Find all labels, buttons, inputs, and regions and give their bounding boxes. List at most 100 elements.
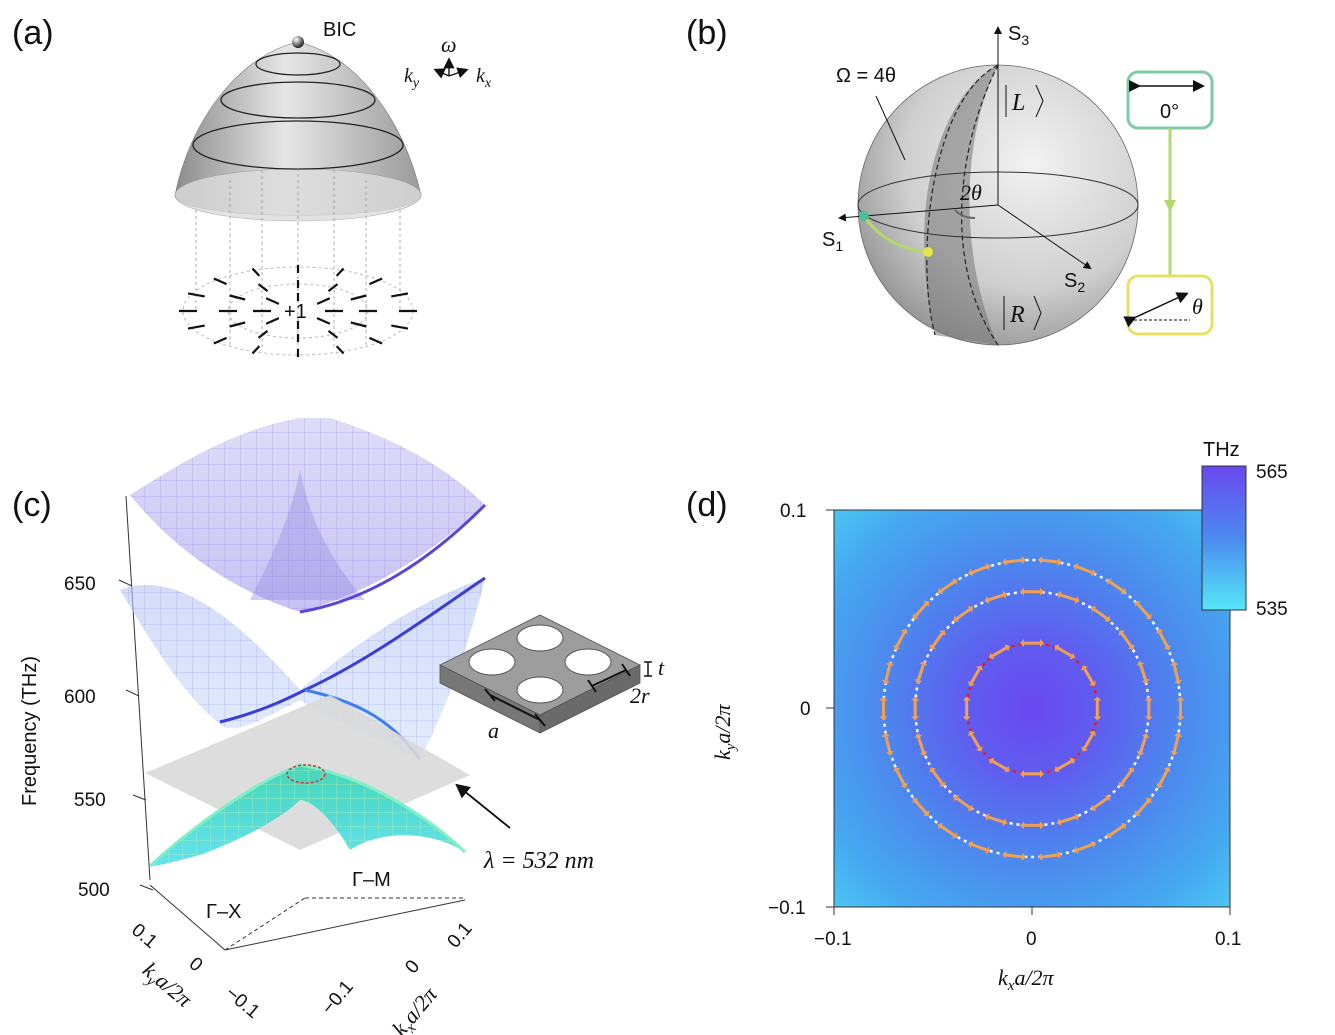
arrow-head-icon [1020, 587, 1024, 596]
polarization-arrow [991, 646, 1008, 658]
panel-b: (b) S3 S1 S2 Ω = 4θ L R 2θ 0° [686, 14, 1214, 346]
topological-charge: +1 [284, 301, 307, 323]
end-point [923, 247, 933, 257]
arrow-head-icon [1120, 822, 1127, 830]
s2-label: S [1064, 270, 1077, 292]
polarization-arrow [1158, 769, 1169, 786]
polarization-arrow [987, 593, 1004, 602]
polarization-vector [316, 297, 331, 305]
colorbar-max: 565 [1256, 462, 1288, 483]
arrow-head-icon [1106, 831, 1113, 839]
contour-ring-1 [255, 52, 341, 76]
arrow-head-icon [1134, 601, 1141, 607]
polarization-vector [350, 321, 367, 328]
polarization-vector [229, 294, 246, 301]
start-point [859, 211, 869, 221]
polarization-vector [391, 292, 409, 298]
photonic-slab-inset: a 2r t [439, 614, 665, 743]
svg-text:S1: S1 [822, 229, 843, 254]
polarization-arrow [991, 759, 1008, 771]
arrow-head-icon [1040, 639, 1044, 648]
panel-c-label: (c) [12, 486, 52, 524]
arrow-head-icon [912, 613, 919, 620]
arrow-head-icon [1118, 781, 1126, 787]
polarization-arrow [1060, 815, 1077, 824]
polarization-vector [251, 345, 261, 355]
arrow-head-icon [912, 797, 919, 804]
arrow-head-icon [900, 782, 908, 789]
polarization-arrow [1056, 759, 1073, 771]
x-tick-0: −0.1 [814, 929, 852, 950]
panel-d-label: (d) [686, 486, 728, 524]
z-tick-550: 550 [74, 790, 106, 811]
arrow-head-icon [911, 716, 920, 721]
arrow-head-icon [1021, 556, 1027, 565]
arrow-head-icon [1081, 665, 1089, 671]
arrow-head-icon [1118, 630, 1126, 636]
polarization-arrow [931, 632, 944, 648]
arrow-head-icon [1002, 591, 1008, 599]
arrow-head-icon [923, 810, 930, 816]
arrow-head-icon [1174, 679, 1182, 685]
arrow-head-icon [1073, 846, 1079, 854]
arrow-head-icon [882, 679, 890, 685]
arrow-head-icon [1090, 804, 1097, 811]
arrow-head-icon [1090, 568, 1096, 577]
arrow-head-icon [893, 766, 901, 773]
arrow-head-icon [1156, 628, 1164, 635]
svg-text:kxa/2π: kxa/2π [998, 965, 1055, 994]
arrow-head-icon [879, 716, 888, 721]
arrow-head-icon [1089, 730, 1097, 737]
arrow-head-icon [882, 732, 890, 738]
arrow-head-icon [1093, 696, 1102, 701]
arrow-head-icon [985, 563, 991, 571]
inset-t-label: t [658, 655, 665, 680]
solid-angle-region [924, 65, 998, 345]
arrow-head-icon [1156, 782, 1164, 789]
arrow-head-icon [1002, 558, 1007, 567]
kx-tick-0: −0.1 [318, 977, 358, 1019]
polarization-vectors [179, 265, 417, 357]
polarization-vector [335, 345, 345, 355]
y-label-k: k [710, 749, 735, 760]
s2-axis [997, 204, 1092, 270]
polarization-vector [350, 294, 367, 301]
arrow-head-icon [1090, 606, 1097, 613]
arrow-head-icon [1081, 746, 1089, 752]
arrow-head-icon [1054, 644, 1060, 652]
frequency-axis-label: Frequency (THz) [19, 656, 41, 806]
polarization-arrow [1158, 631, 1169, 648]
arrow-head-icon [1145, 797, 1152, 804]
arrow-head-icon [951, 578, 958, 586]
polarization-arrow [1005, 853, 1023, 859]
polarization-arrow [1056, 646, 1073, 658]
svg-text:kya/2π: kya/2π [710, 703, 739, 760]
polarization-arrow [955, 608, 971, 620]
arrow-head-icon [1040, 587, 1044, 596]
polarization-arrow [1076, 565, 1093, 574]
polarization-arrow [971, 565, 988, 574]
arrow-head-icon [1141, 733, 1150, 739]
arrow-head-icon [914, 678, 923, 684]
arrow-head-icon [988, 757, 995, 765]
arrow-head-icon [975, 665, 983, 671]
arrow-head-icon [968, 568, 974, 577]
polarization-arrow [916, 664, 925, 681]
tilted-polarization [1123, 292, 1189, 328]
y-tick-2: −0.1 [768, 898, 806, 919]
polarization-vector [368, 277, 383, 286]
arrow-head-icon [1144, 716, 1153, 721]
polarization-vector [213, 277, 228, 286]
z-ticks [118, 579, 154, 891]
arrow-head-icon [1040, 769, 1044, 778]
polarization-vector [187, 324, 205, 330]
arrow-head-icon [923, 601, 930, 607]
polarization-arrow [987, 815, 1004, 824]
arrow-head-icon [1174, 732, 1182, 738]
arrow-head-icon [938, 630, 946, 636]
arrow-head-icon [984, 596, 990, 604]
arrow-head-icon [1144, 696, 1153, 701]
polarization-arrow [970, 733, 981, 749]
box-top-angle: 0° [1160, 101, 1179, 123]
